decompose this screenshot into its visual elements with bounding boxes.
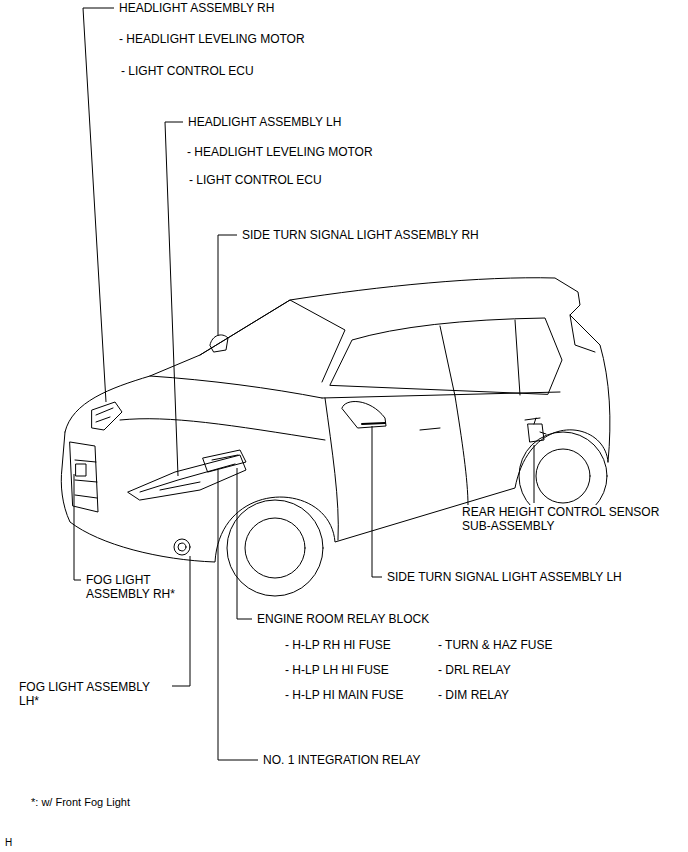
body-outline xyxy=(65,278,610,462)
door-handle xyxy=(420,428,440,430)
fog-light-lh xyxy=(178,543,186,551)
part-label: - LIGHT CONTROL ECU xyxy=(120,64,255,78)
side-turn-signal xyxy=(362,423,385,424)
part-label: SIDE TURN SIGNAL LIGHT ASSEMBLY LH xyxy=(386,570,623,584)
part-label: - LIGHT CONTROL ECU xyxy=(188,173,323,187)
beltline xyxy=(322,392,560,398)
leader-line xyxy=(218,470,258,760)
part-label: - H-LP HI MAIN FUSE xyxy=(284,688,404,702)
part-label: - HEADLIGHT LEVELING MOTOR xyxy=(118,32,306,46)
rear-hatch xyxy=(570,315,595,352)
headlight-rh xyxy=(92,402,122,430)
part-label: - DIM RELAY xyxy=(437,688,510,702)
leader-line xyxy=(83,8,114,402)
leader-line xyxy=(372,426,382,577)
leader-line xyxy=(237,468,252,619)
door-line xyxy=(325,398,338,540)
part-label: HEADLIGHT ASSEMBLY LH xyxy=(187,115,342,129)
lower-body xyxy=(61,430,608,562)
door-mirror xyxy=(210,335,228,352)
leader-line xyxy=(218,235,237,336)
headlight-rh xyxy=(96,408,113,422)
part-label: HEADLIGHT ASSEMBLY RH xyxy=(118,1,275,15)
rear-height-sensor xyxy=(528,418,546,442)
fog-light-rh xyxy=(76,464,86,476)
part-label: *: w/ Front Fog Light xyxy=(30,795,131,809)
rear-rim xyxy=(536,449,590,503)
front-wheel xyxy=(227,500,323,596)
door-line xyxy=(455,396,468,505)
grille xyxy=(75,460,97,498)
part-label: ENGINE ROOM RELAY BLOCK xyxy=(256,612,430,626)
leader-line xyxy=(534,445,535,503)
leader-line xyxy=(165,122,183,476)
part-label: H xyxy=(4,836,13,850)
leader-line xyxy=(74,474,81,580)
windshield xyxy=(200,300,345,382)
part-label: - H-LP RH HI FUSE xyxy=(284,638,392,652)
door-handle xyxy=(525,418,540,420)
pillar xyxy=(440,326,455,396)
fog-light-lh xyxy=(174,539,190,555)
part-label: FOG LIGHT ASSEMBLY RH* xyxy=(85,573,187,601)
part-label: FOG LIGHT ASSEMBLY LH* xyxy=(18,680,168,708)
door-mirror xyxy=(342,401,386,428)
part-label: - DRL RELAY xyxy=(437,663,512,677)
hood-line xyxy=(120,419,325,440)
relay-block xyxy=(203,450,246,472)
part-label: - HEADLIGHT LEVELING MOTOR xyxy=(186,145,374,159)
hood-line xyxy=(150,376,322,398)
part-label: SIDE TURN SIGNAL LIGHT ASSEMBLY RH xyxy=(241,228,480,242)
headlight-lh xyxy=(128,455,246,500)
part-label: REAR HEIGHT CONTROL SENSOR SUB-ASSEMBLY xyxy=(461,505,668,533)
part-label: - TURN & HAZ FUSE xyxy=(437,638,553,652)
part-label: - H-LP LH HI FUSE xyxy=(284,663,390,677)
pillar xyxy=(515,320,520,395)
relay-block xyxy=(212,455,238,460)
part-label: NO. 1 INTEGRATION RELAY xyxy=(262,753,422,767)
front-rim xyxy=(245,518,305,578)
